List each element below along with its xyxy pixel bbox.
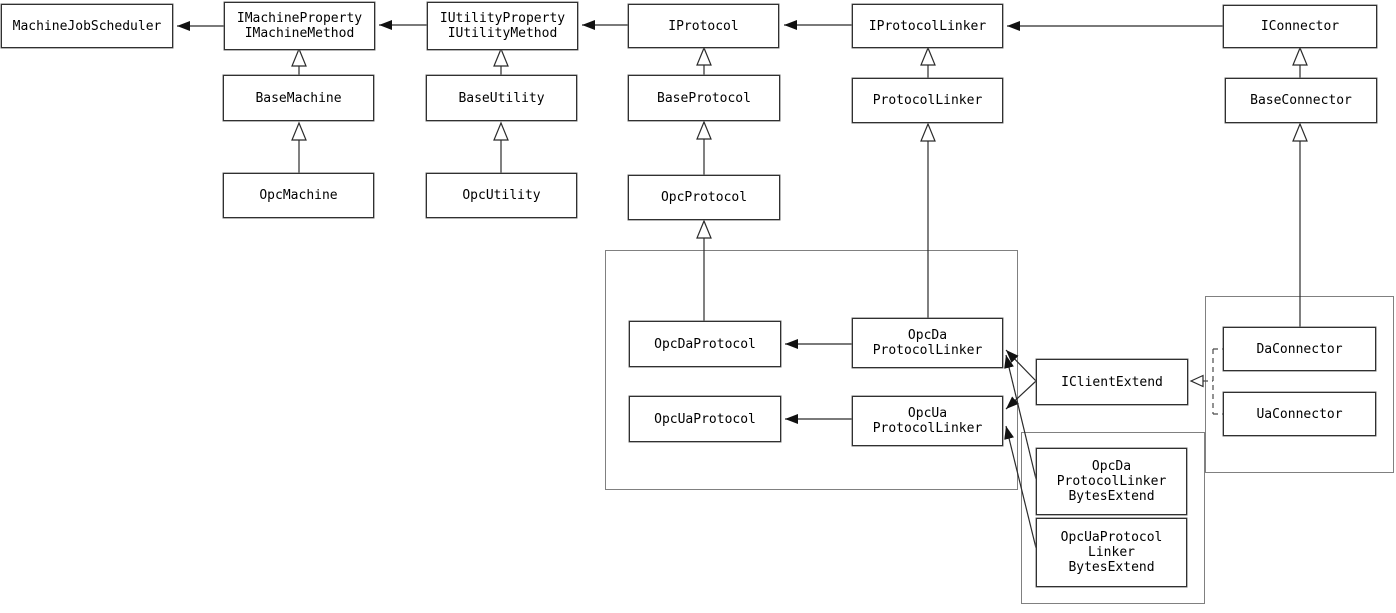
class-box-imachineproperty-imachinemethod: IMachineProperty IMachineMethod <box>224 2 375 50</box>
edge-iclientextend-to-opcdaprotocollinker <box>1005 349 1037 382</box>
class-box-opcdaprotocol: OpcDaProtocol <box>629 321 781 367</box>
class-box-basemachine: BaseMachine <box>223 75 374 121</box>
class-box-iutilityproperty-iutilitymethod: IUtilityProperty IUtilityMethod <box>427 2 578 50</box>
realization-edges <box>1189 348 1223 415</box>
edge-daconnector-uaconnector-to-iclientextend <box>1189 348 1223 415</box>
edge-iclientextend-to-opcuaprotocollinker <box>1005 380 1037 410</box>
edge-baseconnector-to-iconnector <box>1292 46 1308 78</box>
class-label: OpcUtility <box>462 188 541 203</box>
edge-opcdaprotocollinker-to-protocollinker <box>920 122 936 318</box>
class-box-opcuaprotocol: OpcUaProtocol <box>629 396 781 442</box>
class-label: IProtocol <box>668 18 739 34</box>
class-box-opcutility: OpcUtility <box>426 173 577 218</box>
class-label: IUtilityMethod <box>447 26 558 41</box>
class-label: ProtocolLinker <box>872 93 983 108</box>
class-box-iclientextend: IClientExtend <box>1036 359 1188 405</box>
class-box-opcprotocol: OpcProtocol <box>628 175 780 220</box>
class-box-opcuaprotocollinkerbytesextend: OpcUaProtocol Linker BytesExtend <box>1036 518 1187 587</box>
edge-opcdaprotocol-to-opcprotocol <box>696 219 712 321</box>
edge-protocollinker-to-iprotocollinker <box>920 46 936 78</box>
class-label: OpcUaProtocol <box>654 411 756 427</box>
edge-opcprotocol-to-baseprotocol <box>696 120 712 175</box>
class-label: BaseUtility <box>458 90 545 106</box>
edge-opcuabytesextend-to-opcuaprotocollinker <box>1004 425 1037 549</box>
class-label: ProtocolLinker <box>1056 474 1167 489</box>
edge-basemachine-to-imachine <box>291 47 307 75</box>
class-box-baseprotocol: BaseProtocol <box>628 75 780 121</box>
class-box-iprotocollinker: IProtocolLinker <box>852 4 1003 48</box>
class-box-opcdaprotocollinker: OpcDa ProtocolLinker <box>852 318 1003 368</box>
class-label: IClientExtend <box>1061 374 1163 390</box>
class-label: OpcUaProtocol <box>1060 530 1163 545</box>
class-label: BaseProtocol <box>657 90 751 106</box>
association-edges <box>177 20 1223 549</box>
group-box-opc-protocol-package <box>605 250 1018 490</box>
class-box-opcmachine: OpcMachine <box>223 173 374 218</box>
class-label: BaseConnector <box>1250 93 1352 108</box>
class-label: UaConnector <box>1256 406 1343 422</box>
class-box-protocollinker: ProtocolLinker <box>852 78 1003 123</box>
edge-daconnector-to-baseconnector <box>1292 122 1308 327</box>
edge-baseutility-to-iutility <box>493 47 509 75</box>
class-box-opcuaprotocollinker: OpcUa ProtocolLinker <box>852 396 1003 446</box>
class-label: Linker <box>1088 545 1135 560</box>
class-label: IProtocolLinker <box>868 18 987 34</box>
group-box-bytes-extend-package <box>1021 432 1205 604</box>
edge-opcdabytesextend-to-opcdaprotocollinker <box>1004 354 1037 480</box>
class-label: ProtocolLinker <box>872 421 983 436</box>
class-label: OpcUa <box>907 406 948 421</box>
edge-baseprotocol-to-iprotocol <box>696 46 712 75</box>
class-box-iconnector: IConnector <box>1223 5 1377 48</box>
class-box-iprotocol: IProtocol <box>628 4 779 48</box>
class-label: OpcMachine <box>259 188 338 203</box>
class-label: DaConnector <box>1256 341 1343 357</box>
class-label: IMachineMethod <box>244 26 355 41</box>
inheritance-edges <box>291 46 1308 327</box>
class-label: IConnector <box>1260 19 1340 34</box>
class-box-daconnector: DaConnector <box>1223 327 1376 371</box>
class-label: OpcDa <box>907 328 948 343</box>
class-label: BaseMachine <box>255 90 342 106</box>
class-label: BytesExtend <box>1068 489 1155 504</box>
class-label: OpcDaProtocol <box>654 336 756 352</box>
edge-opcutility-to-baseutility <box>493 121 509 173</box>
class-box-baseutility: BaseUtility <box>426 75 577 121</box>
class-box-uaconnector: UaConnector <box>1223 392 1376 436</box>
class-label: BytesExtend <box>1068 560 1155 575</box>
class-label: OpcDa <box>1091 459 1132 474</box>
class-label: IUtilityProperty <box>439 11 566 26</box>
class-label: OpcProtocol <box>660 190 748 205</box>
class-box-machinejobscheduler: MachineJobScheduler <box>1 4 173 48</box>
edge-opcmachine-to-basemachine <box>291 121 307 173</box>
class-box-baseconnector: BaseConnector <box>1225 78 1377 123</box>
class-label: IMachineProperty <box>236 11 363 26</box>
class-box-opcdaprotocollinkerbytesextend: OpcDa ProtocolLinker BytesExtend <box>1036 448 1187 515</box>
class-label: ProtocolLinker <box>872 343 983 358</box>
class-label: MachineJobScheduler <box>12 18 162 34</box>
